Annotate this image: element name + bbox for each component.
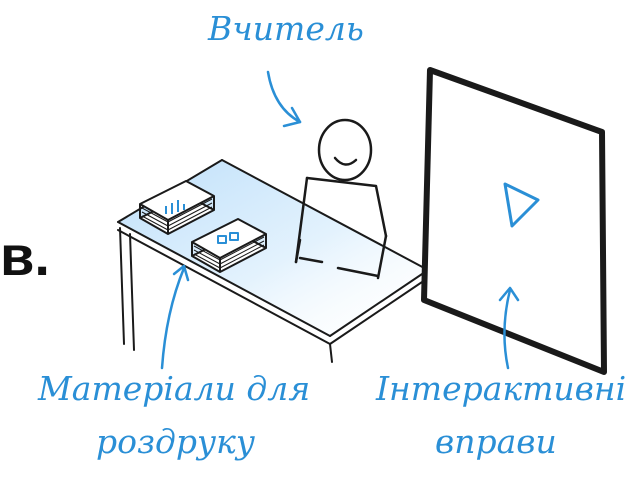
printables-label-line1: Матеріали для (38, 369, 311, 408)
teacher-label: Вчитель (208, 9, 364, 48)
pointer-arrows (160, 70, 520, 370)
printables-label-line2: роздруку (96, 422, 256, 461)
printables-stack-2 (191, 218, 267, 273)
interactive-label-line2: вправи (435, 422, 557, 461)
teacher-figure (294, 118, 388, 280)
interactive-label-line1: Інтерактивні (376, 369, 627, 408)
interactive-board (421, 67, 607, 375)
printables-stack-1 (139, 180, 215, 235)
cropped-heading-fragment: в. (0, 224, 50, 287)
